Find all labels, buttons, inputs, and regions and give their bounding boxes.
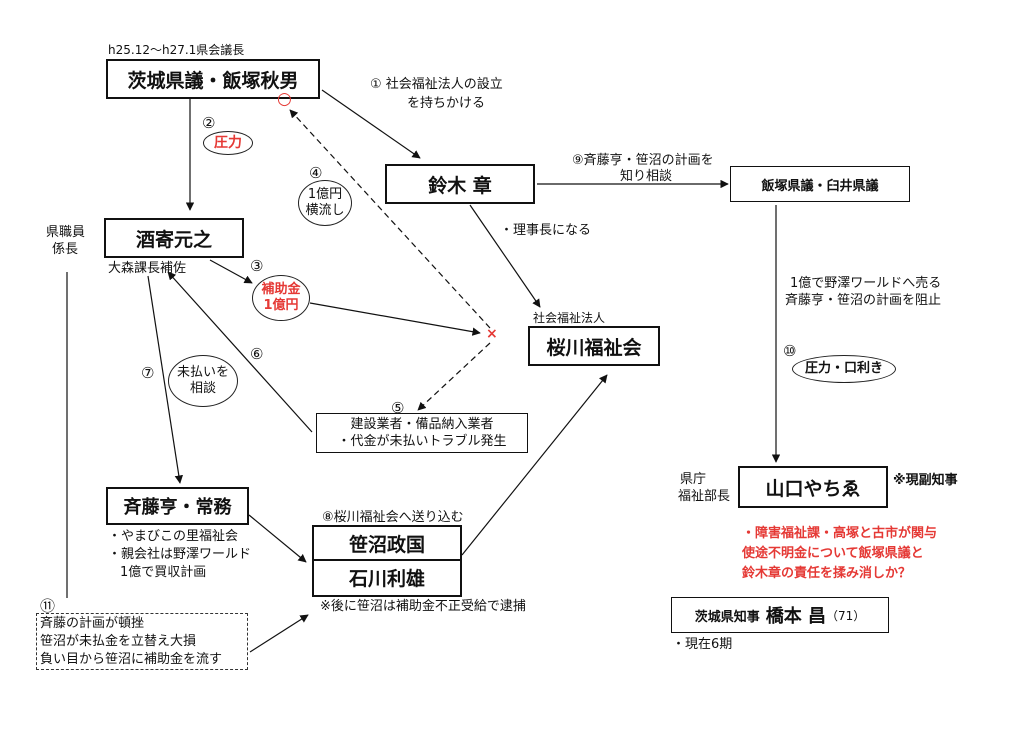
arrow-suzuki-to-sakuragawa <box>469 204 541 308</box>
node-ishikawa: 石川利雄 <box>314 561 460 594</box>
step9-text-line1: ⑨斉藤亨・笹沼の計画を <box>572 153 714 168</box>
top-note: h25.12〜h27.1県会議長 <box>108 43 245 57</box>
node-sakuragawa-label: 桜川福祉会 <box>546 336 642 359</box>
step2-number: ② <box>202 114 216 132</box>
step10-note-1: 1億で野澤ワールドへ売る <box>790 276 942 291</box>
step3-ellipse: 補助金 1億円 <box>252 275 310 321</box>
node-sasanuma-ishikawa: 笹沼政国 石川利雄 <box>312 525 462 597</box>
arrow-contractor-to-sakai <box>167 271 313 433</box>
node-sakai-label: 酒寄元之 <box>135 228 212 251</box>
node-sakuragawa: 桜川福祉会 <box>528 326 660 366</box>
contractor-line2: ・代金が未払いトラブル発生 <box>337 434 507 449</box>
step10-ellipse: 圧力・口利き <box>792 355 896 383</box>
node-ishikawa-label: 石川利雄 <box>348 568 425 590</box>
node-iizuka: 茨城県議・飯塚秋男 <box>106 59 320 99</box>
governor-age: （71） <box>826 608 866 623</box>
step7-ellipse: 未払いを 相談 <box>168 355 238 407</box>
node-sakai: 酒寄元之 <box>104 218 244 258</box>
step3-line2: 1億円 <box>263 298 299 313</box>
yamaguchi-label-2: 福祉部長 <box>678 489 731 504</box>
step10-label: 圧力・口利き <box>804 361 883 376</box>
node-yamaguchi: 山口やちゑ <box>738 466 888 508</box>
step10-number: ⑩ <box>783 342 797 360</box>
node-saito: 斉藤亨・常務 <box>106 487 249 525</box>
node-iizuka-label: 茨城県議・飯塚秋男 <box>127 69 299 92</box>
arrow-saito-to-sasanuma <box>248 514 307 563</box>
step9-text-line2: 知り相談 <box>620 169 673 184</box>
contractor-line1: 建設業者・備品納入業者 <box>350 417 494 432</box>
step11-line2: 笹沼が未払金を立替え大損 <box>40 634 197 649</box>
step3-number: ③ <box>250 257 264 275</box>
staff-label-2: 係長 <box>52 242 79 257</box>
governor-name: 橋本 昌 <box>765 606 826 627</box>
node-contractor: 建設業者・備品納入業者 ・代金が未払いトラブル発生 <box>316 413 528 453</box>
saito-note-3: 1億で買収計画 <box>120 565 207 580</box>
step2-ellipse: 圧力 <box>203 131 253 155</box>
step4-ellipse: 1億円 横流し <box>298 180 352 226</box>
step7-line2: 相談 <box>189 381 216 396</box>
node-sasanuma-label: 笹沼政国 <box>348 533 425 556</box>
step1-text-line1: ① 社会福祉法人の設立 <box>370 77 503 92</box>
step6-number: ⑥ <box>250 345 264 363</box>
step11-line1: 斉藤の計画が頓挫 <box>40 616 145 631</box>
arrow-sasanuma-to-sakuragawa <box>461 374 608 556</box>
node-yamaguchi-label: 山口やちゑ <box>765 477 861 500</box>
arrow-subsidy-to-x <box>309 302 481 336</box>
arrow-sakai-to-subsidy <box>209 259 253 284</box>
governor-note: ・現在6期 <box>672 637 733 652</box>
saito-note-1: ・やまびこの里福祉会 <box>108 529 239 544</box>
step11-box: 斉藤の計画が頓挫 笹沼が未払金を立替え大損 負い目から笹沼に補助金を流す <box>36 613 248 670</box>
node-iizuka-usui: 飯塚県議・臼井県議 <box>730 166 910 202</box>
x-mark: × <box>486 326 498 342</box>
step5-number: ⑤ <box>391 399 405 417</box>
step7-number: ⑦ <box>141 364 155 382</box>
node-sasanuma: 笹沼政国 <box>314 527 460 561</box>
node-suzuki-label: 鈴木 章 <box>428 174 492 197</box>
saito-note-2: ・親会社は野澤ワールド <box>108 547 252 562</box>
node-iizuka-usui-label: 飯塚県議・臼井県議 <box>761 178 879 194</box>
governor-prefix: 茨城県知事 <box>694 609 760 625</box>
step7-line1: 未払いを <box>176 365 229 380</box>
step10-note-2: 斉藤亨・笹沼の計画を阻止 <box>785 293 942 308</box>
red-note-1: ・障害福祉課・高塚と古市が関与 <box>742 526 938 541</box>
vice-governor-note: ※現副知事 <box>893 473 958 488</box>
step3-line1: 補助金 <box>261 282 301 297</box>
sakai-sub: 大森課長補佐 <box>108 261 187 276</box>
dashed-arrow-x-to-contractor <box>417 342 491 411</box>
step11-number: ⑪ <box>40 597 56 615</box>
step4-number: ④ <box>309 164 323 182</box>
red-note-3: 鈴木章の責任を揉み消しか？ <box>742 566 912 581</box>
step4-line1: 1億円 <box>307 187 343 202</box>
node-saito-label: 斉藤亨・常務 <box>123 497 232 518</box>
staff-label-1: 県職員 <box>46 225 86 240</box>
circle-mark: ○ <box>277 89 292 109</box>
node-governor: 茨城県知事 橋本 昌 （71） <box>671 597 889 633</box>
yamaguchi-label-1: 県庁 <box>680 472 707 487</box>
step8-text: ⑧桜川福祉会へ送り込む <box>322 510 464 525</box>
step2-label: 圧力 <box>214 135 242 151</box>
sakuragawa-label: 社会福祉法人 <box>533 311 606 325</box>
arrow-iizuka-to-suzuki <box>321 89 421 159</box>
step1-text-line2: を持ちかける <box>407 96 486 111</box>
red-note-2: 使途不明金について飯塚県議と <box>742 546 924 561</box>
rijicho-note: ・理事長になる <box>500 223 592 238</box>
node-suzuki: 鈴木 章 <box>385 164 535 204</box>
arrest-note: ※後に笹沼は補助金不正受給で逮捕 <box>320 599 526 614</box>
arrow-sakai-to-saito <box>147 275 183 484</box>
step11-line3: 負い目から笹沼に補助金を流す <box>40 652 223 667</box>
arrow-step11-to-sasanuma <box>249 614 309 653</box>
step4-line2: 横流し <box>305 203 345 218</box>
